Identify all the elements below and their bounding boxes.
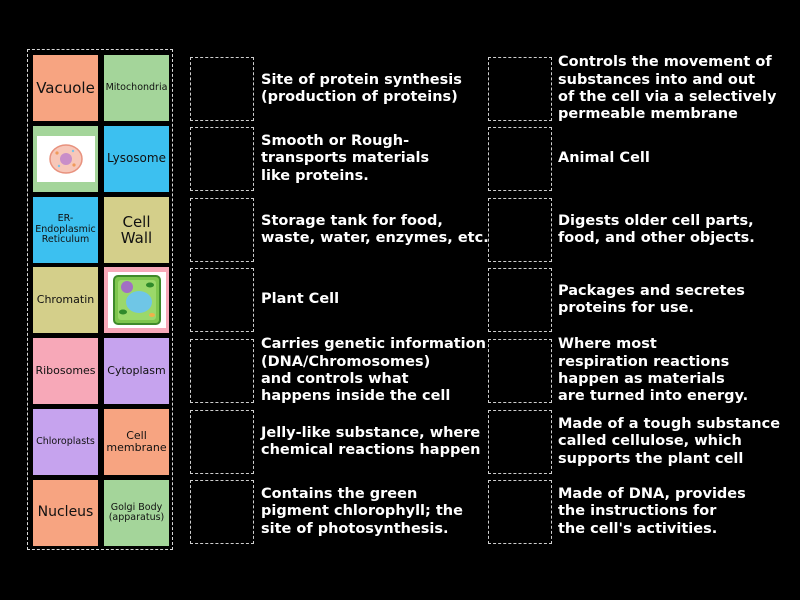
tile-label: Nucleus	[37, 504, 94, 521]
tile-label: ER- Endoplasmic Reticulum	[35, 213, 96, 246]
tile-chloroplasts[interactable]: Chloroplasts	[33, 409, 98, 475]
tile-plant-cell-image[interactable]	[104, 267, 169, 333]
clue-text: Jelly-like substance, where chemical rea…	[261, 424, 481, 458]
drop-slot[interactable]	[488, 339, 552, 403]
tile-label: Mitochondria	[105, 81, 168, 93]
tile-label: Chromatin	[36, 292, 95, 306]
tile-label: Ribosomes	[35, 363, 96, 377]
drop-slot[interactable]	[190, 339, 254, 403]
tile-nucleus[interactable]: Nucleus	[33, 480, 98, 546]
tile-golgi-body-apparatus[interactable]: Golgi Body (apparatus)	[104, 480, 169, 546]
drop-slot[interactable]	[488, 268, 552, 332]
drop-slot[interactable]	[488, 480, 552, 544]
tile-cell-wall[interactable]: Cell Wall	[104, 197, 169, 263]
tile-chromatin[interactable]: Chromatin	[33, 267, 98, 333]
clue-text: Site of protein synthesis (production of…	[261, 71, 462, 105]
clue-text: Storage tank for food, waste, water, enz…	[261, 212, 489, 246]
clue-text: Smooth or Rough- transports materials li…	[261, 133, 430, 184]
plant-cell-image	[107, 272, 166, 328]
tile-label: Golgi Body (apparatus)	[108, 501, 165, 523]
drop-slot[interactable]	[488, 198, 552, 262]
tile-label: Cell membrane	[106, 428, 167, 454]
tile-cell-membrane[interactable]: Cell membrane	[104, 409, 169, 475]
tile-er-endoplasmic-reticulum[interactable]: ER- Endoplasmic Reticulum	[33, 197, 98, 263]
clue-text: Where most respiration reactions happen …	[558, 336, 749, 405]
tile-mitochondria[interactable]: Mitochondria	[104, 55, 169, 121]
drop-slot[interactable]	[190, 57, 254, 121]
drop-slot[interactable]	[190, 410, 254, 474]
clue-text: Made of a tough substance called cellulo…	[558, 416, 781, 467]
tile-animal-cell-image[interactable]	[33, 126, 98, 192]
tile-label: Vacuole	[36, 78, 95, 97]
drop-slot[interactable]	[190, 268, 254, 332]
clue-text: Plant Cell	[261, 291, 340, 308]
drop-slot[interactable]	[190, 198, 254, 262]
tile-cytoplasm[interactable]: Cytoplasm	[104, 338, 169, 404]
drop-slot[interactable]	[488, 410, 552, 474]
clue-text: Digests older cell parts, food, and othe…	[558, 212, 755, 246]
tile-ribosomes[interactable]: Ribosomes	[33, 338, 98, 404]
tile-label: Chloroplasts	[36, 435, 95, 447]
clue-text: Made of DNA, provides the instructions f…	[558, 486, 746, 537]
tile-vacuole[interactable]: Vacuole	[33, 55, 98, 121]
clue-text: Carries genetic information (DNA/Chromos…	[261, 336, 486, 405]
clue-text: Contains the green pigment chlorophyll; …	[261, 486, 463, 537]
answer-bank	[27, 49, 173, 550]
animal-cell-image	[36, 136, 95, 182]
tile-label: Cytoplasm	[107, 363, 166, 377]
drop-slot[interactable]	[488, 127, 552, 191]
drop-slot[interactable]	[190, 127, 254, 191]
tile-label: Cell Wall	[120, 212, 153, 247]
clue-text: Controls the movement of substances into…	[558, 54, 777, 123]
drop-slot[interactable]	[488, 57, 552, 121]
tile-label: Lysosome	[107, 151, 166, 166]
clue-text: Packages and secretes proteins for use.	[558, 282, 745, 316]
clue-text: Animal Cell	[558, 150, 650, 167]
tile-lysosome[interactable]: Lysosome	[104, 126, 169, 192]
drop-slot[interactable]	[190, 480, 254, 544]
